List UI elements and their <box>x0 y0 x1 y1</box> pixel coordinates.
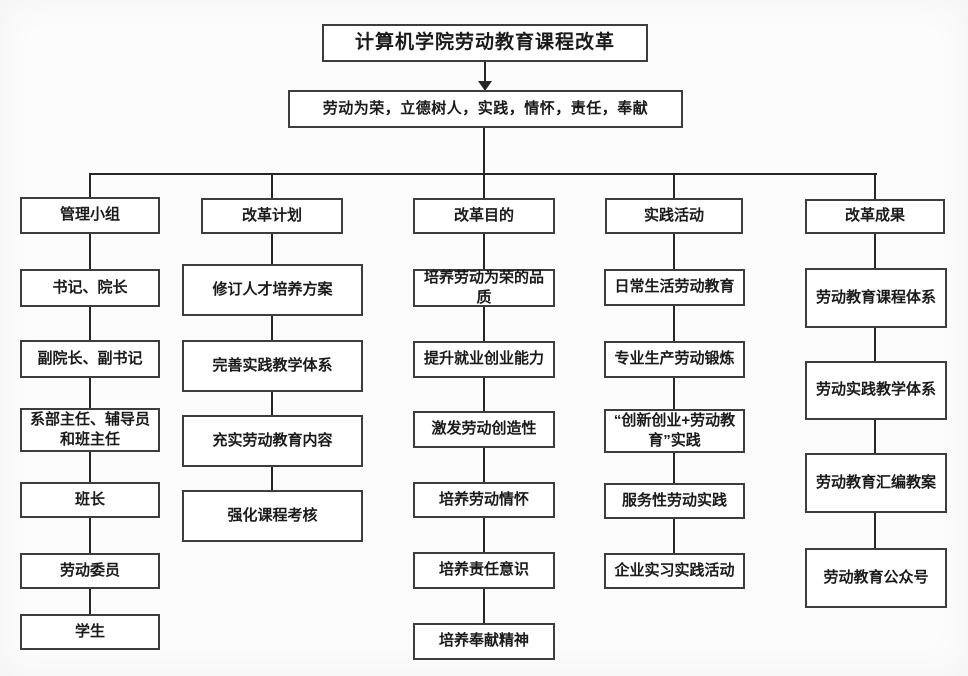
col2-item-2: 完善实践教学体系 <box>182 340 363 392</box>
motto-node: 劳动为荣，立德树人，实践，情怀，责任，奉献 <box>288 90 683 128</box>
col3-item-1: 培养劳动为荣的品质 <box>413 269 555 307</box>
col1-item-4: 班长 <box>20 482 160 518</box>
connector-spine-col1 <box>89 173 91 616</box>
col2-item-3: 充实劳动教育内容 <box>182 415 363 467</box>
col4-item-5: 企业实习实践活动 <box>604 553 745 589</box>
col1-item-3: 系部主任、辅导员和班主任 <box>20 408 160 452</box>
col4-item-2: 专业生产劳动锻炼 <box>604 341 745 378</box>
col4-item-4: 服务性劳动实践 <box>604 483 745 519</box>
col3-item-6: 培养奉献精神 <box>413 623 555 660</box>
col5-header: 改革成果 <box>805 199 945 234</box>
col3-item-3: 激发劳动创造性 <box>413 411 555 448</box>
col1-item-5: 劳动委员 <box>20 553 160 589</box>
col1-header: 管理小组 <box>20 197 160 234</box>
col4-item-1: 日常生活劳动教育 <box>604 269 745 306</box>
connector-spine-col3 <box>483 173 485 625</box>
col1-item-2: 副院长、副书记 <box>20 340 160 378</box>
col2-item-1: 修订人才培养方案 <box>182 264 363 316</box>
col3-item-5: 培养责任意识 <box>413 552 555 589</box>
col3-item-4: 培养劳动情怀 <box>413 482 555 518</box>
col1-item-6: 学生 <box>20 614 160 650</box>
col2-item-4: 强化课程考核 <box>182 490 363 542</box>
connector-spine-col2 <box>271 173 273 492</box>
col1-item-1: 书记、院长 <box>20 269 160 307</box>
arrow-down-icon <box>478 81 492 91</box>
connector-motto-drop <box>483 128 485 175</box>
col5-item-3: 劳动教育汇编教案 <box>805 453 947 513</box>
connector-title-to-motto <box>484 62 486 83</box>
col4-header: 实践活动 <box>605 198 743 234</box>
col3-header: 改革目的 <box>413 198 555 234</box>
col5-item-4: 劳动教育公众号 <box>805 548 947 608</box>
col5-item-1: 劳动教育课程体系 <box>805 268 947 328</box>
col3-item-2: 提升就业创业能力 <box>413 341 555 378</box>
col5-item-2: 劳动实践教学体系 <box>805 361 947 420</box>
col4-item-3: “创新创业+劳动教育”实践 <box>604 409 745 453</box>
col2-header: 改革计划 <box>201 198 343 234</box>
root-node: 计算机学院劳动教育课程改革 <box>322 24 648 62</box>
